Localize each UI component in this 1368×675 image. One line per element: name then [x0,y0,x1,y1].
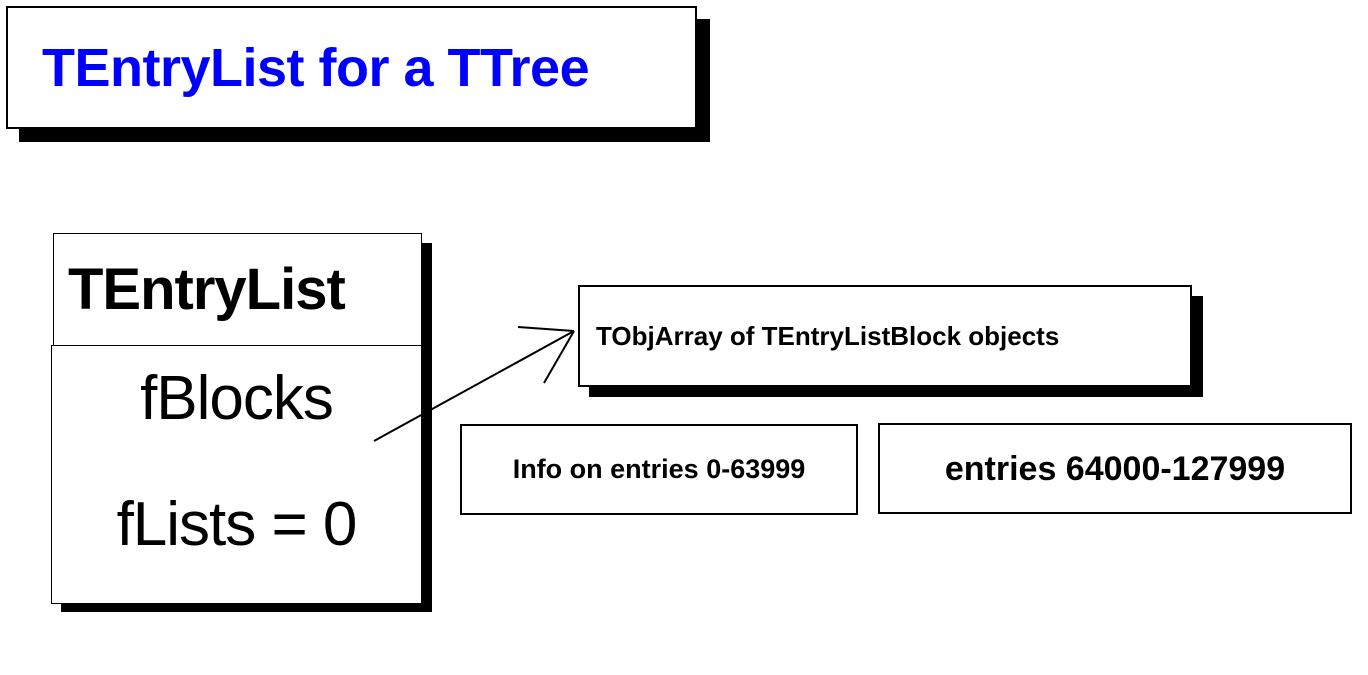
class-name-label: TEntryList [68,256,346,322]
class-header-box: TEntryList [53,233,422,346]
arrow-wing-lower [543,330,575,384]
objarray-box: TObjArray of TEntryListBlock objects [578,285,1192,387]
class-body-box: fBlocks fLists = 0 [51,345,422,604]
objarray-label: TObjArray of TEntryListBlock objects [596,321,1060,351]
page-title: TEntryList for a TTree [42,37,590,98]
entry-block-box-2: entries 64000-127999 [878,423,1352,514]
entry-block-label-2: entries 64000-127999 [944,449,1286,488]
class-field-fblocks: fBlocks [140,364,334,433]
arrow-wing-upper [517,326,575,332]
entry-block-label-1: Info on entries 0-63999 [512,454,806,484]
title-box: TEntryList for a TTree [6,6,697,129]
class-field-flists: fLists = 0 [116,490,358,559]
entry-block-box-1: Info on entries 0-63999 [460,424,858,515]
